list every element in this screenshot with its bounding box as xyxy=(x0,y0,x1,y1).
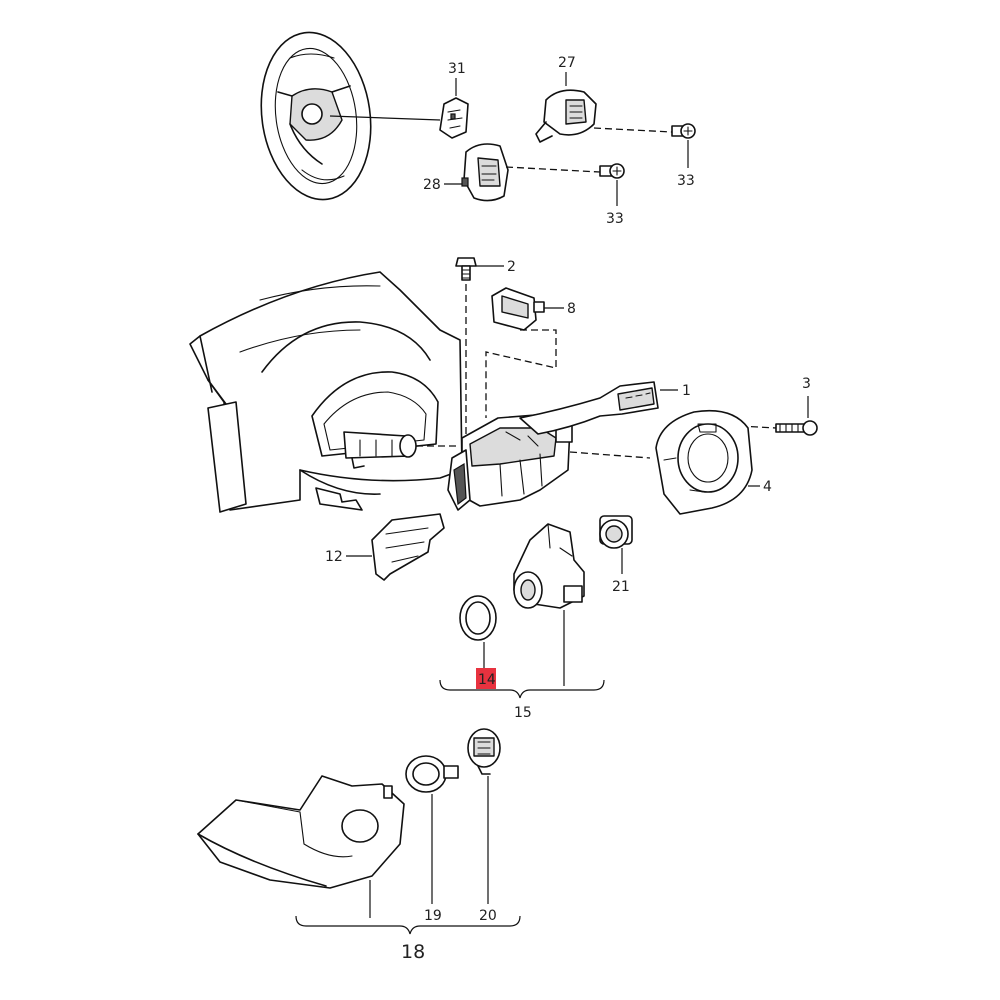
label-31: 31 xyxy=(448,61,466,77)
part-14-ring xyxy=(459,595,497,641)
label-21: 21 xyxy=(612,579,630,595)
part-20-cap xyxy=(467,728,501,775)
label-18: 18 xyxy=(401,941,425,963)
label-20: 20 xyxy=(479,908,497,924)
bracket-15 xyxy=(439,679,605,699)
label-27: 27 xyxy=(558,55,576,71)
part-19-ring xyxy=(405,755,459,793)
steering-column-switch xyxy=(447,413,573,511)
part-28-switch-housing xyxy=(461,143,509,202)
label-4: 4 xyxy=(763,479,772,495)
part-12-bracket xyxy=(371,513,445,581)
part-1-wiper-stalk xyxy=(519,381,659,435)
part-3-screw xyxy=(775,420,818,436)
part-14-highlight xyxy=(476,668,496,689)
part-21-lock-cylinder xyxy=(599,515,633,549)
label-8: 8 xyxy=(567,301,576,317)
column-shaft xyxy=(343,431,417,469)
label-33-upper: 33 xyxy=(677,173,695,189)
part-8-control-unit xyxy=(491,287,545,331)
part-4-clock-spring xyxy=(655,409,753,515)
part-31-button-module xyxy=(439,97,469,139)
label-15: 15 xyxy=(514,705,532,721)
part-2-bolt xyxy=(455,257,477,281)
label-33-lower: 33 xyxy=(606,211,624,227)
label-14: 14 xyxy=(478,672,496,688)
part-33-screw-upper xyxy=(671,123,696,139)
dashboard-panel xyxy=(189,271,463,513)
part-15-lock-housing xyxy=(513,523,585,609)
bracket-18 xyxy=(295,915,521,935)
label-28: 28 xyxy=(423,177,441,193)
label-1: 1 xyxy=(682,383,691,399)
part-33-screw-lower xyxy=(599,163,625,179)
steering-wheel xyxy=(260,31,372,201)
column-cover xyxy=(197,775,405,889)
part-27-multifunction-switch xyxy=(535,89,597,143)
label-2: 2 xyxy=(507,259,516,275)
label-12: 12 xyxy=(325,549,343,565)
label-19: 19 xyxy=(424,908,442,924)
label-3: 3 xyxy=(802,376,811,392)
